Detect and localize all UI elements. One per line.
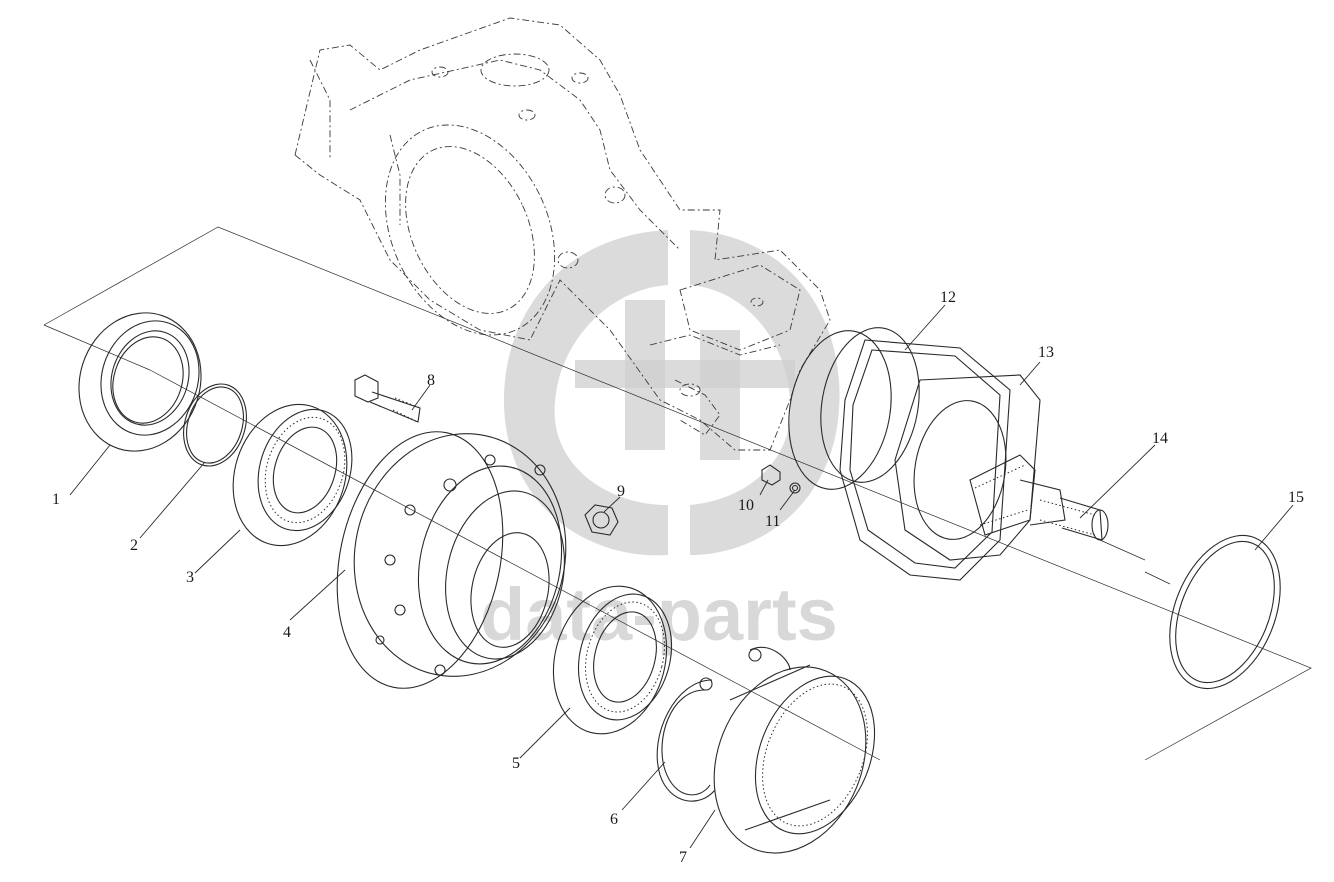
part-8-bolt (354, 374, 421, 423)
label-part-12: 12 (940, 289, 956, 306)
label-part-1: 1 (52, 491, 60, 508)
label-part-2: 2 (130, 537, 138, 554)
part-9-nut (584, 504, 619, 536)
label-part-14: 14 (1152, 430, 1168, 447)
label-part-11: 11 (765, 513, 780, 530)
label-part-4: 4 (283, 624, 291, 641)
part-labels: 1 2 3 4 5 6 7 8 9 10 11 12 13 14 15 (52, 289, 1304, 866)
label-part-7: 7 (679, 849, 687, 866)
assembly-frame (43, 226, 1312, 761)
label-part-9: 9 (617, 483, 625, 500)
part-15-ring (1169, 534, 1281, 690)
centerline-lower (149, 369, 881, 761)
leader-lines (69, 304, 1294, 849)
part-6-snap-ring (656, 646, 791, 802)
centerline-right (1144, 571, 1171, 585)
part-7-ring-gear (713, 664, 876, 854)
centerline-mid (1099, 539, 1146, 561)
part-5-bearing (552, 585, 673, 735)
label-part-6: 6 (610, 811, 618, 828)
part-13-carrier-plate (894, 374, 1041, 561)
label-part-5: 5 (512, 755, 520, 772)
label-part-13: 13 (1038, 344, 1054, 361)
label-part-3: 3 (186, 569, 194, 586)
part-14-spindle (969, 454, 1109, 541)
part-12-spacer-housing (788, 327, 1011, 581)
label-part-8: 8 (427, 372, 435, 389)
watermark-logo (503, 230, 840, 556)
part-1-seal (78, 312, 202, 452)
part-4-wheel-hub (336, 431, 567, 689)
label-part-10: 10 (738, 497, 754, 514)
axle-housing-phantom (294, 17, 831, 451)
label-part-15: 15 (1288, 489, 1304, 506)
part-10-plug (761, 464, 781, 486)
part-3-bearing (232, 403, 353, 547)
